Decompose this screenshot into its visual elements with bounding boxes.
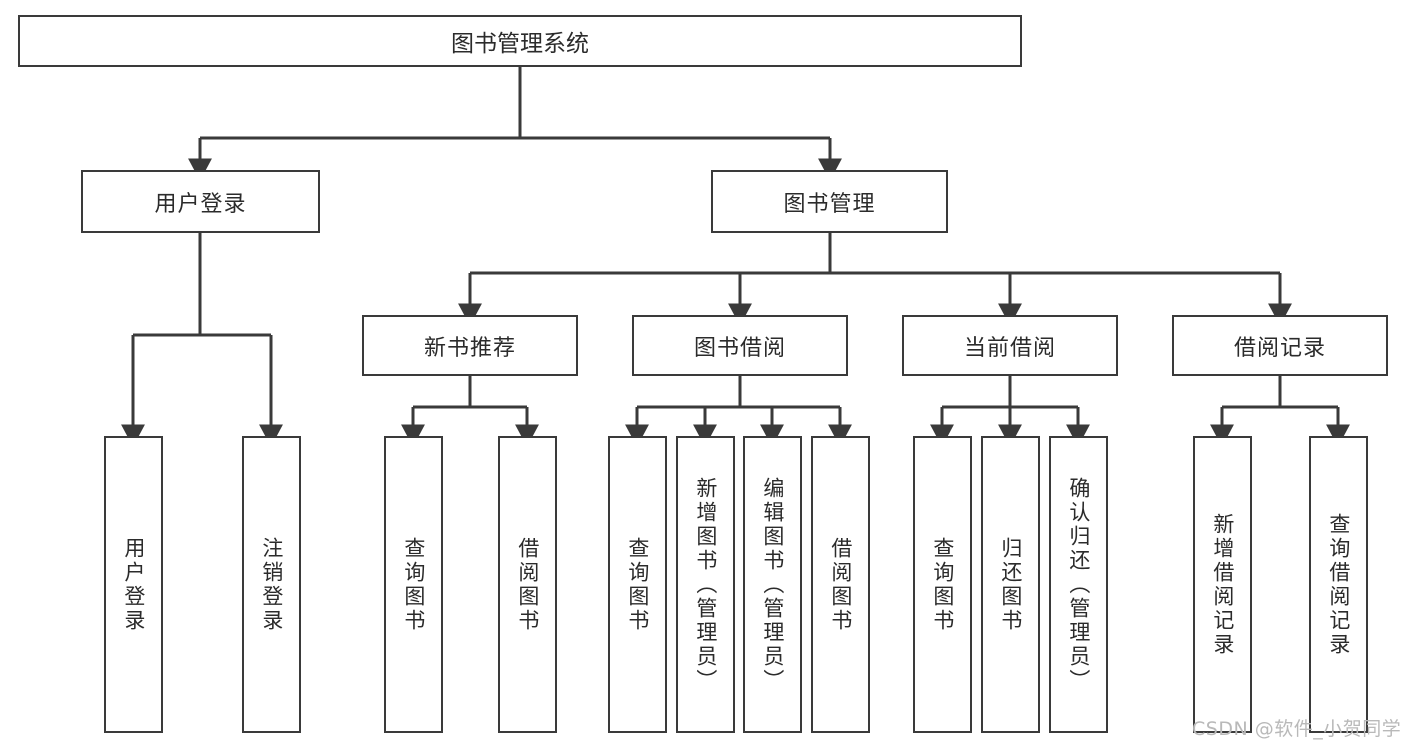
leaf-query-book-recommend[interactable]: 查询图书: [384, 436, 443, 733]
leaf-label: 新增借阅记录: [1210, 512, 1235, 657]
node-root-label: 图书管理系统: [451, 31, 589, 57]
node-borrow-record[interactable]: 借阅记录: [1172, 315, 1388, 376]
leaf-return-book[interactable]: 归还图书: [981, 436, 1040, 733]
node-label: 新书推荐: [423, 335, 516, 361]
leaf-label: 用户登录: [121, 536, 146, 633]
leaf-confirm-return-admin[interactable]: 确认归还（管理员）: [1049, 436, 1108, 733]
leaf-add-borrow-record[interactable]: 新增借阅记录: [1193, 436, 1252, 733]
watermark: CSDN @软件_小贺同学: [1192, 718, 1402, 740]
node-current-borrow[interactable]: 当前借阅: [902, 315, 1118, 376]
leaf-query-borrow-record[interactable]: 查询借阅记录: [1309, 436, 1368, 733]
leaf-label: 查询图书: [625, 536, 650, 633]
node-label: 图书管理: [783, 191, 876, 217]
leaf-label: 查询借阅记录: [1326, 512, 1351, 657]
leaf-query-book[interactable]: 查询图书: [608, 436, 667, 733]
leaf-label: 查询图书: [401, 536, 426, 633]
leaf-logout[interactable]: 注销登录: [242, 436, 301, 733]
leaf-label: 查询图书: [930, 536, 955, 633]
node-book-management[interactable]: 图书管理: [711, 170, 948, 233]
leaf-label: 注销登录: [259, 536, 284, 633]
node-label: 图书借阅: [693, 335, 786, 361]
leaf-user-login[interactable]: 用户登录: [104, 436, 163, 733]
leaf-label: 确认归还（管理员）: [1066, 476, 1091, 693]
leaf-query-book-current[interactable]: 查询图书: [913, 436, 972, 733]
node-new-book-recommend[interactable]: 新书推荐: [362, 315, 578, 376]
node-label: 借阅记录: [1233, 335, 1326, 361]
node-root[interactable]: 图书管理系统: [18, 15, 1022, 67]
leaf-label: 归还图书: [998, 536, 1023, 633]
leaf-label: 新增图书（管理员）: [693, 476, 718, 693]
node-label: 当前借阅: [963, 335, 1056, 361]
leaf-add-book-admin[interactable]: 新增图书（管理员）: [676, 436, 735, 733]
leaf-borrow-book-recommend[interactable]: 借阅图书: [498, 436, 557, 733]
leaf-borrow-book[interactable]: 借阅图书: [811, 436, 870, 733]
node-label: 用户登录: [154, 191, 247, 217]
leaf-label: 编辑图书（管理员）: [760, 476, 785, 693]
node-user-login[interactable]: 用户登录: [81, 170, 320, 233]
leaf-label: 借阅图书: [828, 536, 853, 633]
leaf-label: 借阅图书: [515, 536, 540, 633]
node-book-borrow[interactable]: 图书借阅: [632, 315, 848, 376]
leaf-edit-book-admin[interactable]: 编辑图书（管理员）: [743, 436, 802, 733]
